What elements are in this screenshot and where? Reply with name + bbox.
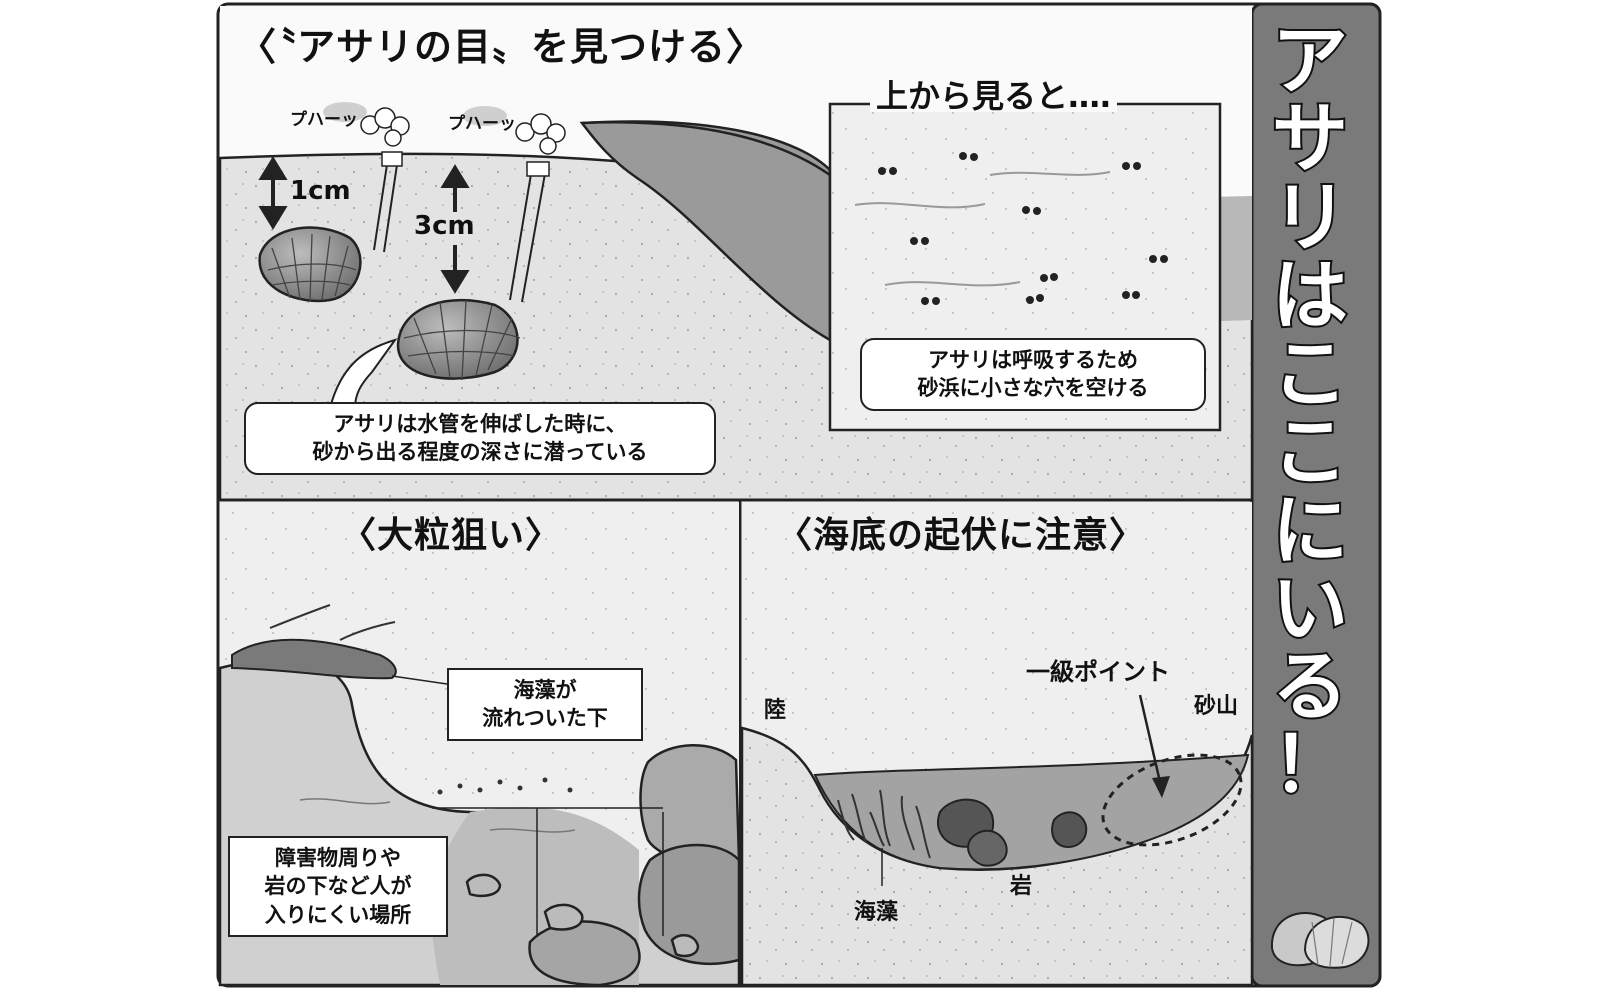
decor-shells: [1270, 912, 1370, 969]
vertical-title-char: ！: [1270, 720, 1350, 810]
note-siphon-depth-line1: アサリは水管を伸ばした時に、: [333, 412, 627, 436]
label-prime-point: 一級ポイント: [1026, 658, 1170, 686]
clam-shallow: [258, 226, 362, 303]
depth-label-1cm: 1cm: [290, 176, 351, 206]
panel-right: [740, 502, 1254, 987]
label-land: 陸: [764, 698, 787, 723]
note-seaweed-drift: 海藻が 流れついた下: [447, 668, 643, 741]
vertical-title-char: こ: [1270, 407, 1350, 497]
heading-find-siphon-holes: 〈〝アサリの目〟を見つける〉: [238, 25, 766, 69]
note-obstacles-line1: 障害物周りや: [275, 846, 401, 870]
note-breathing-holes: アサリは呼吸するため 砂浜に小さな穴を空ける: [860, 338, 1206, 411]
rocks-left: [465, 744, 741, 987]
note-breathing-holes-line2: 砂浜に小さな穴を空ける: [917, 376, 1149, 401]
note-obstacles-line2: 岩の下など人が: [264, 874, 412, 899]
seaweed-strands: [837, 789, 931, 859]
note-obstacles-line3: 入りにくい場所: [264, 902, 412, 927]
vertical-title-char: に: [1270, 485, 1350, 575]
vertical-title-char: い: [1270, 563, 1350, 653]
note-breathing-holes-line1: アサリは呼吸するため: [928, 348, 1138, 372]
note-obstacles: 障害物周りや 岩の下など人が 入りにくい場所: [228, 836, 448, 938]
label-rock: 岩: [1010, 874, 1033, 899]
puff-label-2: プハーッ: [448, 114, 516, 134]
clam-deep: [396, 298, 521, 381]
label-sand-hill: 砂山: [1194, 694, 1239, 719]
label-seaweed: 海藻: [854, 900, 899, 925]
note-siphon-depth: アサリは水管を伸ばした時に、 砂から出る程度の深さに潜っている: [244, 402, 716, 475]
depth-arrow-1cm: [258, 156, 288, 230]
clam-holes: [878, 152, 1168, 305]
vertical-title: アサリはここにいる！: [1262, 16, 1358, 882]
rocks-right: [937, 798, 1088, 867]
prime-spot-marker: [1101, 753, 1243, 847]
depth-arrow-3cm: [440, 164, 470, 294]
puff-label-1: プハーッ: [290, 110, 358, 130]
note-seaweed-drift-line2: 流れついた下: [482, 706, 608, 731]
vertical-title-char: る: [1270, 642, 1350, 732]
vertical-title-char: こ: [1270, 329, 1350, 419]
heading-seabed-relief: 〈海底の起伏に注意〉: [776, 515, 1147, 556]
note-seaweed-drift-line1: 海藻が: [513, 678, 577, 702]
vertical-title-char: リ: [1270, 172, 1350, 262]
vertical-title-char: ア: [1270, 16, 1350, 105]
inset-heading: 上から見ると‥‥: [870, 80, 1117, 112]
heading-large-clams: 〈大粒狙い〉: [340, 515, 563, 556]
note-siphon-depth-line2: 砂から出る程度の深さに潜っている: [312, 440, 648, 465]
vertical-title-char: サ: [1270, 94, 1350, 184]
vertical-title-char: は: [1270, 250, 1350, 340]
depth-label-3cm: 3cm: [414, 211, 475, 241]
